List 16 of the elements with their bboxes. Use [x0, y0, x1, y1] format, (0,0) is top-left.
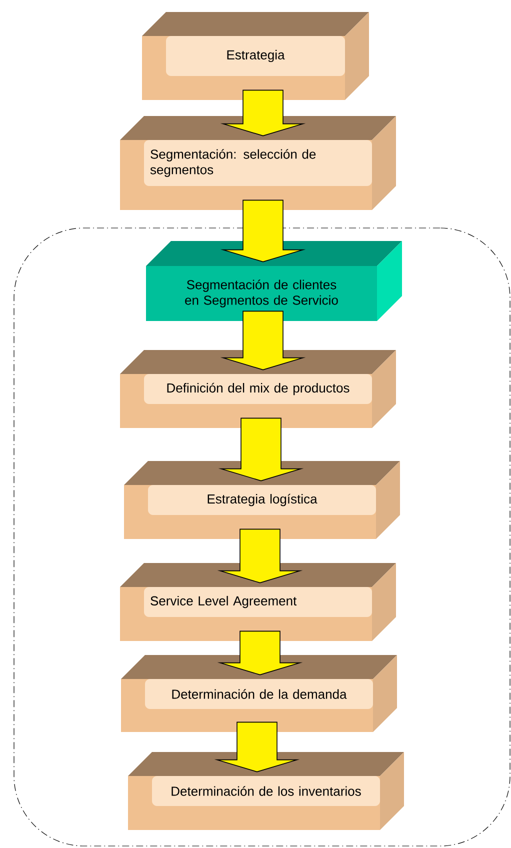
block-arrow	[214, 722, 300, 772]
block-arrow	[220, 90, 306, 136]
process-block: Service Level Agreement	[120, 563, 396, 641]
process-block: Segmentación: selección de segmentos	[120, 116, 396, 210]
block-arrow	[218, 418, 304, 482]
block-arrow	[220, 200, 306, 262]
process-block: Determinación de la demanda	[121, 655, 397, 732]
process-block: Determinación de los inventarios	[128, 752, 404, 830]
block-arrow	[217, 528, 303, 584]
block-arrow	[217, 630, 303, 676]
process-block: Definición del mix de productos	[120, 350, 396, 428]
process-block: Segmentación de clientes en Segmentos de Servicio	[146, 241, 402, 321]
block-arrow	[220, 310, 306, 370]
process-block: Estrategia logística	[124, 461, 400, 539]
process-block: Estrategia	[142, 12, 369, 100]
dashed-region	[14, 228, 510, 846]
